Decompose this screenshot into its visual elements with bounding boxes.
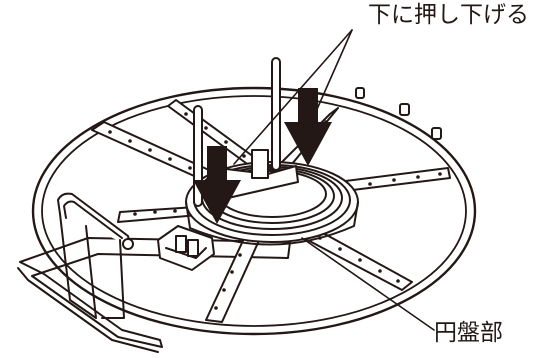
motor-unit (157, 225, 215, 271)
arrow-left (193, 146, 241, 224)
vertical-posts (193, 57, 281, 207)
ring-pegs (355, 87, 442, 140)
disk-part-label: 円盤部 (434, 320, 503, 346)
push-down-label: 下に押し下げる (368, 2, 529, 28)
arrow-right (284, 88, 332, 166)
push-down-arrows (193, 88, 332, 224)
outer-ring (31, 86, 477, 336)
leader-lines (233, 29, 435, 331)
handle-frame (57, 192, 134, 319)
